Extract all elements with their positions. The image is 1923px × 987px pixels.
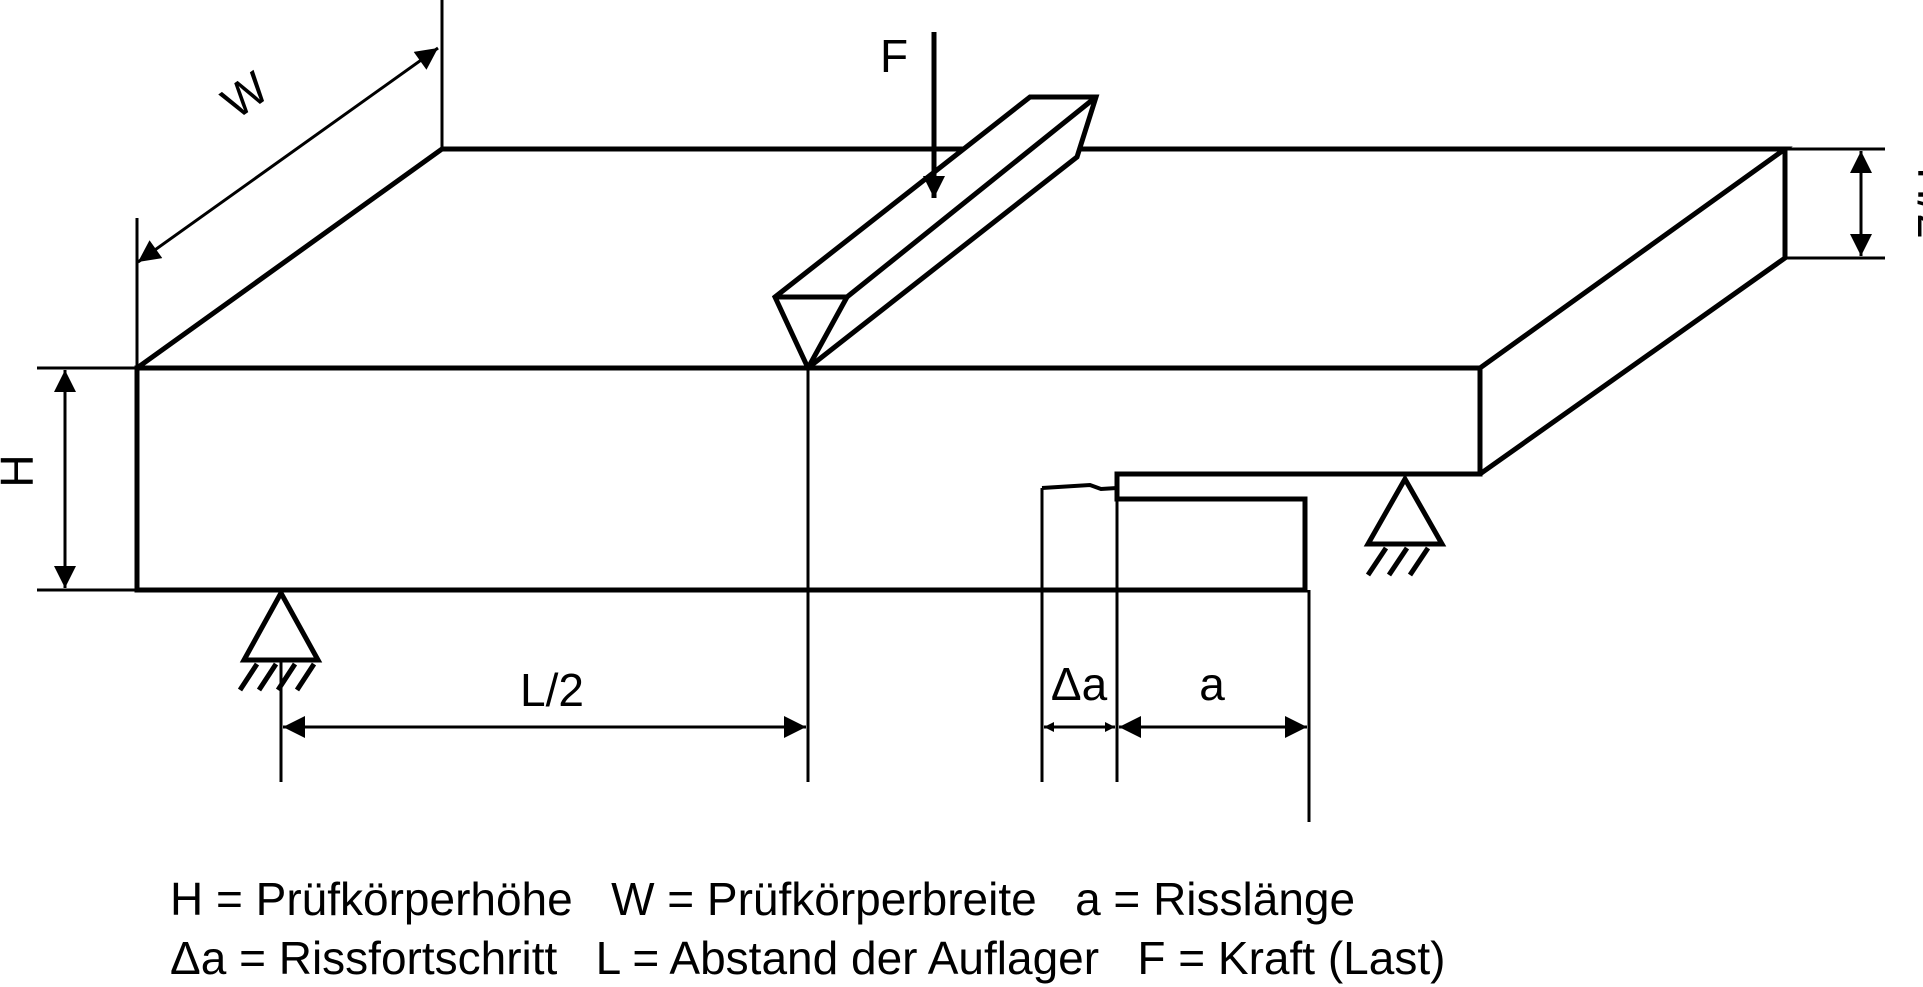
right-support xyxy=(1363,473,1447,577)
specimen-right-face xyxy=(1478,149,1788,477)
force-arrow: F xyxy=(880,30,945,198)
legend-line-2: Δa = Rissfortschritt L = Abstand der Auf… xyxy=(170,932,1445,984)
left-support xyxy=(237,587,323,692)
legend-line-1: H = Prüfkörperhöhe W = Prüfkörperbreite … xyxy=(170,873,1355,925)
crack-length-label: a xyxy=(1199,658,1225,710)
extension-lines xyxy=(279,368,1311,822)
height-dimension xyxy=(37,366,137,592)
half-span-label: L/2 xyxy=(520,664,584,716)
crack-tip xyxy=(1041,482,1118,492)
width-dimension xyxy=(135,0,444,368)
loading-wedge xyxy=(771,94,1100,372)
height-label: H xyxy=(0,454,43,487)
half-height-dimension xyxy=(1785,147,1885,260)
width-label: W xyxy=(212,61,278,129)
crack-growth-label: Δa xyxy=(1051,658,1108,710)
half-height-label: H/2 xyxy=(1908,167,1923,239)
force-label: F xyxy=(880,30,908,82)
